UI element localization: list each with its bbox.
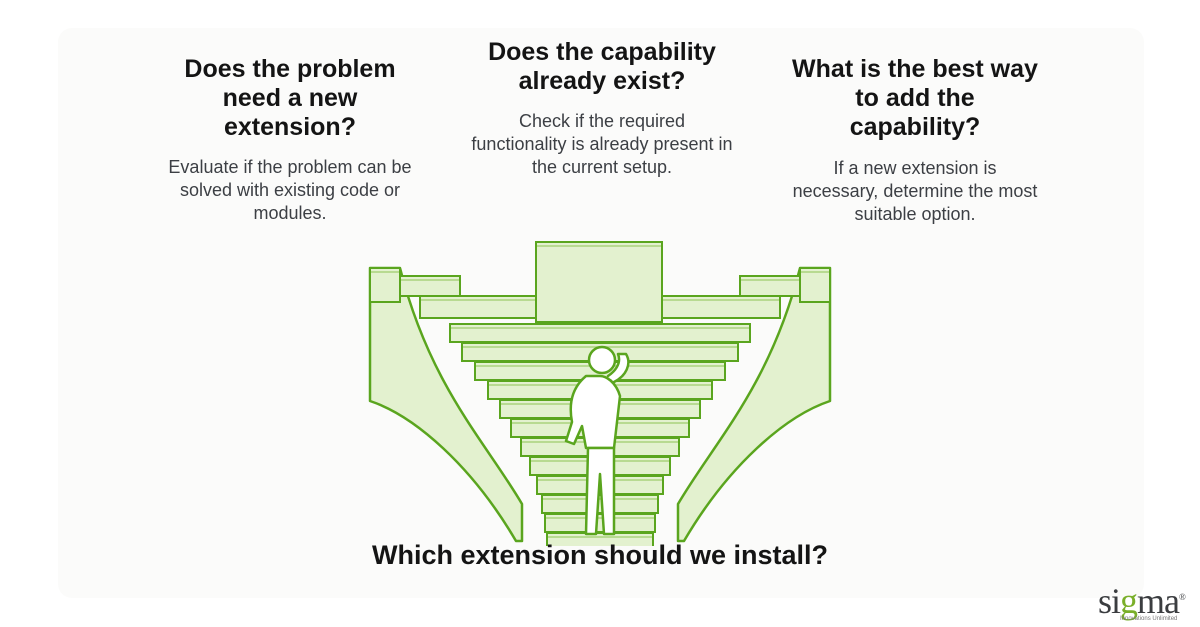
left-step: [399, 275, 461, 297]
center-step: [541, 494, 659, 514]
confused-person-icon: [564, 345, 630, 536]
right-step: [739, 275, 801, 297]
stair-steps: [369, 241, 831, 546]
column-title: What is the best way to add the capabili…: [792, 55, 1038, 141]
right-top-step: [799, 267, 831, 303]
logo-tagline: Innovations Unlimited: [1120, 616, 1178, 622]
column-title: Does the problem need a new extension?: [184, 55, 396, 141]
column-description: If a new extension is necessary, determi…: [792, 158, 1038, 224]
logo-text-start: si: [1098, 581, 1121, 621]
sigma-logo: sigma® Innovations Unlimited: [1098, 580, 1194, 622]
center-tower-step: [535, 241, 663, 323]
logo-text-end: ma: [1137, 581, 1180, 621]
column-new-extension: Does the problem need a new extension? E…: [160, 55, 420, 225]
center-step: [544, 513, 656, 533]
logo-registered-mark: ®: [1179, 592, 1186, 602]
column-title: Does the capability already exist?: [488, 38, 716, 95]
logo-wordmark: sigma®: [1098, 580, 1194, 621]
column-description: Check if the required functionality is a…: [471, 111, 733, 177]
column-description: Evaluate if the problem can be solved wi…: [168, 157, 412, 223]
diagram-caption: Which extension should we install?: [371, 540, 829, 570]
column-best-way: What is the best way to add the capabili…: [790, 55, 1040, 226]
left-top-step: [369, 267, 401, 303]
logo-text-accent: g: [1120, 581, 1138, 621]
column-capability-exists: Does the capability already exist? Check…: [470, 38, 734, 179]
staircase-illustration: [368, 241, 832, 546]
center-step: [449, 323, 751, 343]
